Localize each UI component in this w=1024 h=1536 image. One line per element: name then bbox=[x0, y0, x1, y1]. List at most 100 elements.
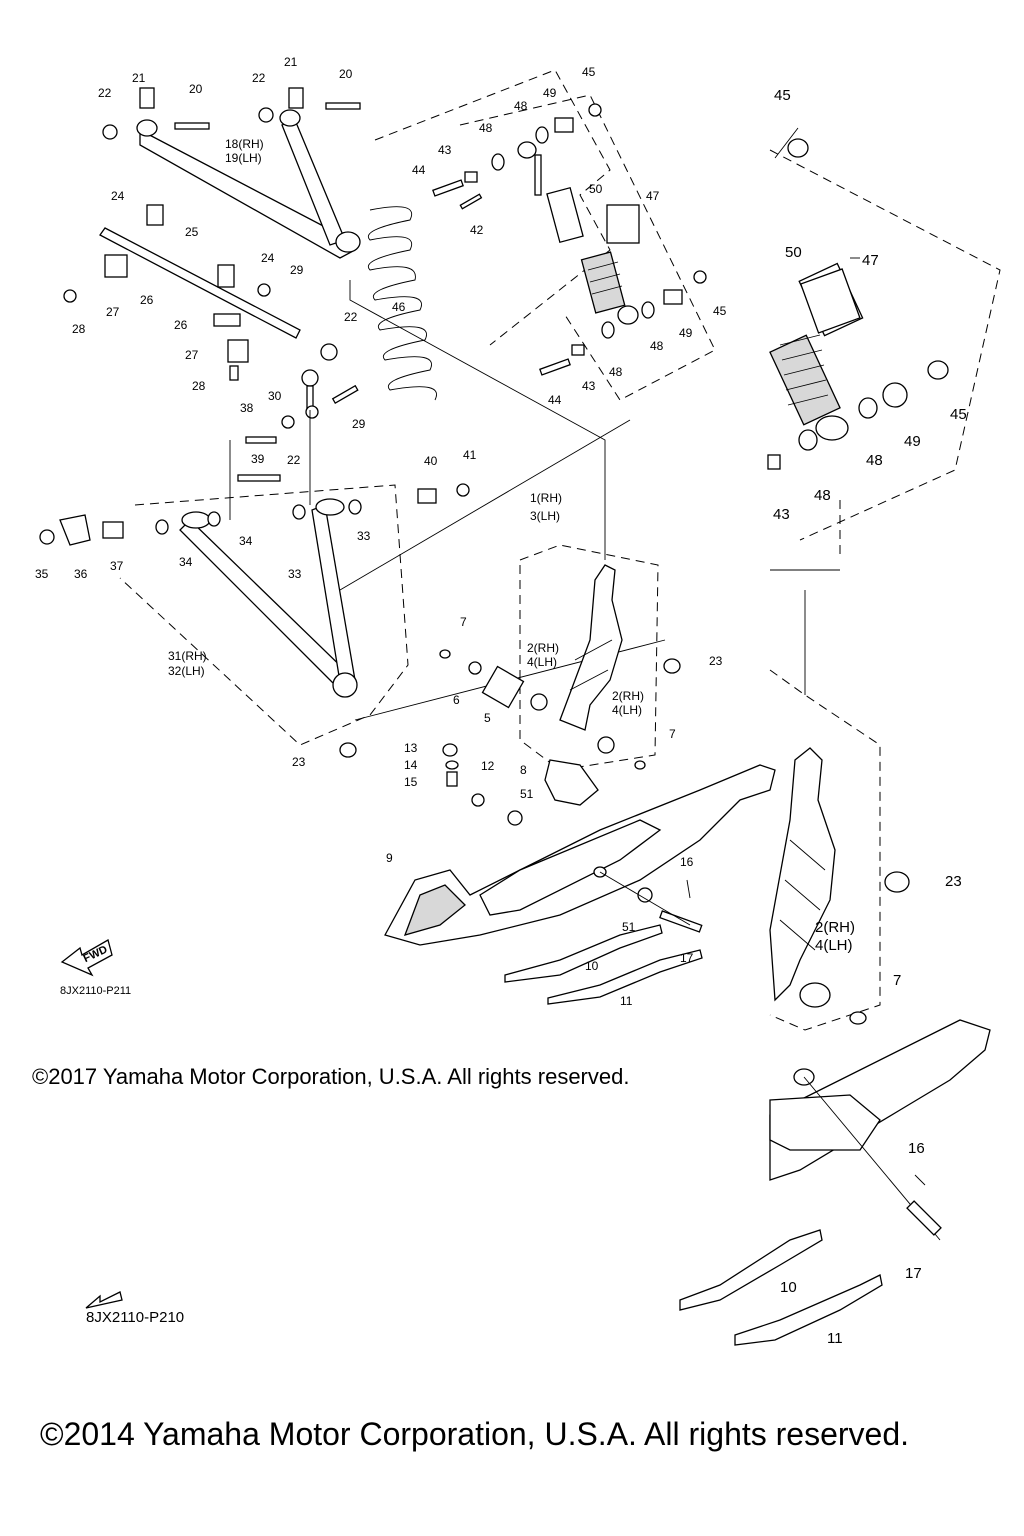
bolt-28b-icon bbox=[229, 365, 239, 381]
bushing-6-icon bbox=[468, 661, 482, 675]
bushing-48c-icon bbox=[641, 301, 655, 319]
shock-group-box bbox=[459, 94, 716, 401]
enlarged-nut-45-icon bbox=[787, 138, 809, 158]
label-22d: 22 bbox=[287, 453, 301, 467]
label-26a: 26 bbox=[140, 293, 154, 307]
copyright-2014: ©2014 Yamaha Motor Corporation, U.S.A. A… bbox=[40, 1416, 910, 1452]
leader-lines bbox=[229, 280, 666, 721]
enlarged-nut-23-icon bbox=[884, 871, 910, 893]
label-33a: 33 bbox=[288, 567, 302, 581]
bolt-38-icon bbox=[245, 436, 277, 444]
copyright-2017: ©2017 Yamaha Motor Corporation, U.S.A. A… bbox=[32, 1064, 630, 1089]
enlarged-runner-11-icon bbox=[734, 1274, 883, 1346]
label-48d: 48 bbox=[609, 365, 623, 379]
label-25: 25 bbox=[185, 225, 199, 239]
label-35: 35 bbox=[35, 567, 49, 581]
fwd-arrow-partial-icon bbox=[85, 1291, 123, 1309]
diagram-code-top: 8JX2110-P211 bbox=[60, 985, 131, 997]
bracket-24a-icon bbox=[146, 204, 164, 226]
bolt-29b-icon bbox=[331, 384, 359, 404]
label-11b: 11 bbox=[827, 1330, 843, 1347]
label-24a: 24 bbox=[111, 189, 125, 203]
enlarged-runner-10-icon bbox=[679, 1229, 823, 1311]
runner-10-icon bbox=[504, 924, 663, 983]
bushing-2b-icon bbox=[597, 736, 615, 754]
label-14: 14 bbox=[404, 758, 418, 772]
label-5: 5 bbox=[484, 711, 491, 725]
label-7c: 7 bbox=[893, 972, 901, 989]
enlarged-washer-7-icon bbox=[849, 1011, 867, 1025]
enlarged-ski-view bbox=[679, 1019, 991, 1346]
label-36: 36 bbox=[74, 567, 88, 581]
label-31: 31(RH) bbox=[168, 649, 207, 663]
runner-11-icon bbox=[547, 949, 703, 1005]
lower-arm-group-box bbox=[119, 484, 409, 746]
washer-7a-icon bbox=[439, 649, 451, 659]
label-51a: 51 bbox=[520, 787, 534, 801]
label-22c: 22 bbox=[344, 310, 358, 324]
label-50-icon bbox=[606, 204, 640, 244]
bolt-17-icon bbox=[659, 910, 703, 933]
label-8: 8 bbox=[520, 763, 527, 777]
collar-15-icon bbox=[446, 771, 458, 787]
label-29b: 29 bbox=[352, 417, 366, 431]
stabilizer-bar bbox=[63, 204, 338, 381]
nut-35-icon bbox=[39, 529, 55, 545]
label-46: 46 bbox=[392, 300, 406, 314]
label-22b: 22 bbox=[252, 71, 266, 85]
shaft-5-icon bbox=[481, 665, 525, 709]
bracket-24b-icon bbox=[217, 264, 235, 288]
label-50a: 50 bbox=[589, 182, 603, 196]
label-2a: 2(RH) bbox=[527, 641, 559, 655]
label-47a: 47 bbox=[646, 189, 660, 203]
label-9: 9 bbox=[386, 851, 393, 865]
label-23b: 23 bbox=[292, 755, 306, 769]
bolt-44b-icon bbox=[539, 358, 571, 376]
label-45d: 45 bbox=[950, 406, 967, 423]
label-15: 15 bbox=[404, 775, 418, 789]
label-43a: 43 bbox=[438, 143, 452, 157]
fwd-arrow-icon: FWD bbox=[60, 939, 113, 977]
bushing-2a-icon bbox=[530, 693, 548, 711]
nut-22d-icon bbox=[281, 415, 295, 429]
enlarged-label-50-icon bbox=[799, 268, 861, 334]
label-16b: 16 bbox=[908, 1140, 925, 1157]
label-43c: 43 bbox=[773, 506, 790, 523]
label-26b: 26 bbox=[174, 318, 188, 332]
label-27a: 27 bbox=[106, 305, 120, 319]
label-11a: 11 bbox=[620, 994, 633, 1008]
label-44a: 44 bbox=[412, 163, 426, 177]
label-45c: 45 bbox=[774, 87, 791, 104]
nut-23a-icon bbox=[339, 742, 357, 758]
bushing-12-icon bbox=[471, 793, 485, 807]
enlarged-bushing-48b-icon bbox=[798, 429, 818, 451]
enlarged-bushing-48-icon bbox=[858, 397, 878, 419]
label-2b: 2(RH) bbox=[612, 689, 644, 703]
label-48c: 48 bbox=[650, 339, 664, 353]
collar-43a-icon bbox=[464, 171, 478, 183]
bushing-48a-icon bbox=[535, 126, 549, 144]
bolt-20b-icon bbox=[325, 102, 361, 110]
pin-16-icon bbox=[686, 879, 691, 899]
label-16a: 16 bbox=[680, 855, 694, 869]
bushing-33a-icon bbox=[292, 504, 306, 520]
label-4a: 4(LH) bbox=[527, 655, 557, 669]
enlarged-spindle-view bbox=[769, 590, 910, 1031]
ski bbox=[384, 743, 776, 1005]
label-29a: 29 bbox=[290, 263, 304, 277]
bushing-48d-icon bbox=[601, 321, 615, 339]
bushing-34b-icon bbox=[207, 511, 221, 527]
label-34b: 34 bbox=[239, 534, 253, 548]
nut-45b-icon bbox=[693, 270, 707, 284]
bolt-44a-icon bbox=[432, 179, 464, 197]
label-48a: 48 bbox=[514, 99, 528, 113]
nut-22b-icon bbox=[258, 107, 274, 123]
bracket-26b-icon bbox=[213, 313, 241, 327]
label-30: 30 bbox=[268, 389, 282, 403]
label-49b: 49 bbox=[679, 326, 693, 340]
label-34a: 34 bbox=[179, 555, 193, 569]
ski-spindle bbox=[439, 564, 681, 770]
label-6: 6 bbox=[453, 693, 460, 707]
enlarged-nut-45b-icon bbox=[927, 360, 949, 380]
